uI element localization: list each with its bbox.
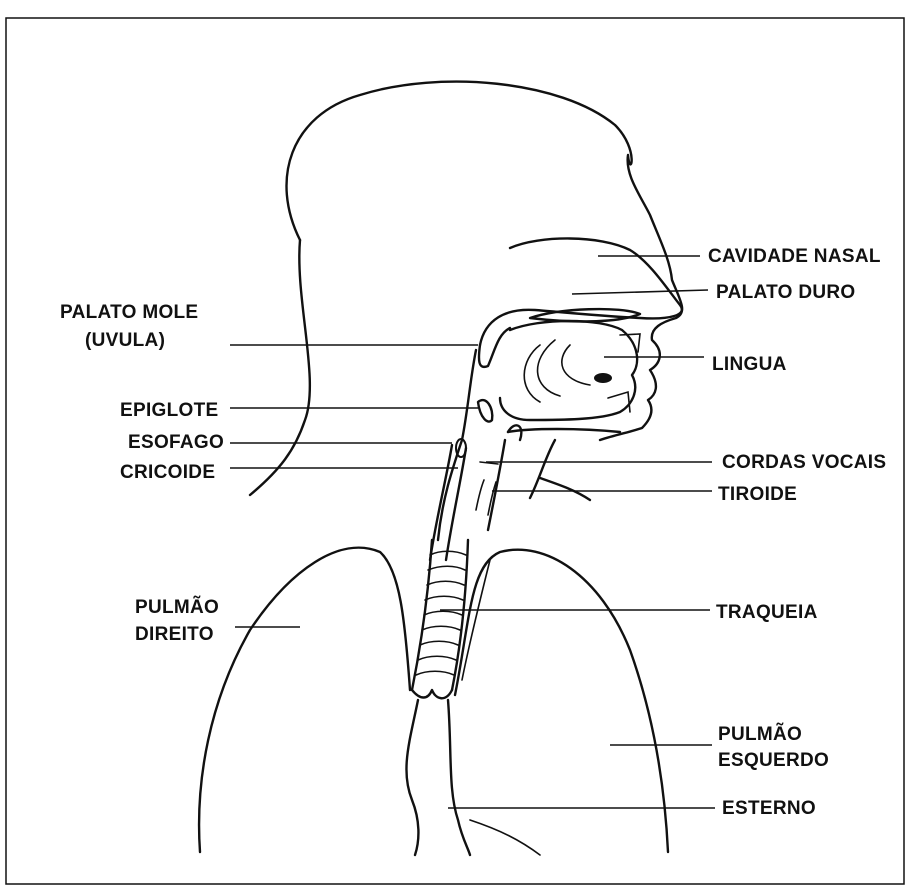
label-traqueia: TRAQUEIA [716,602,818,623]
label-pulmao-direito-1: PULMÃO [135,596,219,618]
epiglottis-shape [478,400,492,422]
label-cavidade-nasal: CAVIDADE NASAL [708,246,881,267]
neck-front [530,440,555,498]
oral-floor [508,429,620,432]
label-lingua: LINGUA [712,354,787,375]
label-pulmao-esquerdo-2: ESQUERDO [718,750,829,771]
label-esterno: ESTERNO [722,798,816,819]
label-epiglote: EPIGLOTE [120,400,218,421]
trachea-left [412,540,432,690]
tongue-curve-2 [538,340,560,396]
sternum-outline [406,700,418,855]
teeth-lower [608,392,630,412]
left-lung-outline [455,550,668,852]
tongue-tip [594,373,612,383]
neck-back [250,240,310,495]
label-pulmao-esquerdo-1: PULMÃO [718,723,802,745]
leader-lines [230,256,715,808]
label-cordas-vocais: CORDAS VOCAIS [722,452,886,473]
sternum-right [448,700,470,855]
bronchi [412,690,452,698]
label-pulmao-direito-2: DIREITO [135,624,214,645]
label-tiroide: TIROIDE [718,484,797,505]
thyroid-left [476,480,484,510]
shoulder-right [540,478,590,500]
mouth-outline [500,321,637,420]
label-palato-duro: PALATO DURO [716,282,855,303]
rib-edge [470,820,540,855]
label-uvula: (UVULA) [85,330,165,351]
tongue-curve-3 [562,345,590,385]
larynx-front [488,440,505,530]
label-esofago: ESOFAGO [128,432,224,453]
right-lung-outline [199,548,410,852]
label-cricoide: CRICOIDE [120,462,215,483]
head-outline [287,82,683,440]
label-palato-mole: PALATO MOLE [60,302,198,323]
